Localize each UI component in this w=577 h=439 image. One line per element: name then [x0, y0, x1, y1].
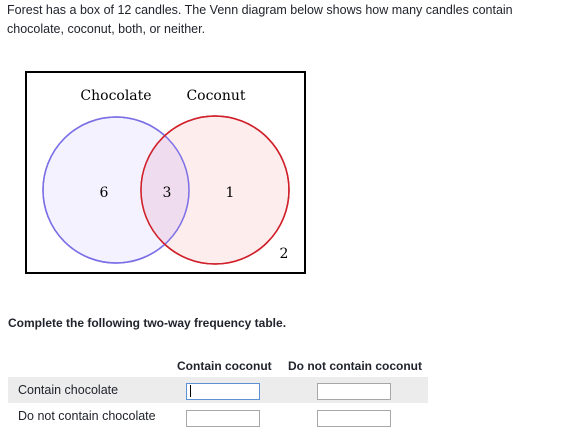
- table-row: Do not contain chocolate: [8, 403, 428, 429]
- row-label-no-chocolate: Do not contain chocolate: [18, 409, 156, 423]
- problem-statement: Forest has a box of 12 candles. The Venn…: [7, 3, 513, 36]
- coconut-label: Coconut: [186, 88, 245, 104]
- chocolate-label: Chocolate: [80, 88, 151, 104]
- chocolate-only-count: 6: [100, 185, 109, 201]
- neither-count: 2: [280, 246, 289, 262]
- both-count: 3: [163, 185, 172, 201]
- venn-diagram: Chocolate Coconut 6 3 1 2: [25, 71, 306, 274]
- column-header-contain-coconut: Contain coconut: [177, 359, 272, 373]
- column-header-no-coconut: Do not contain coconut: [288, 359, 422, 373]
- cell-no-chocolate-no-coconut-input[interactable]: [317, 410, 391, 427]
- cell-chocolate-coconut-wrapper: [186, 383, 260, 400]
- cell-chocolate-no-coconut-input[interactable]: [317, 383, 391, 400]
- text-cursor: [190, 385, 191, 397]
- coconut-circle-outline: [140, 115, 290, 265]
- table-instruction: Complete the following two-way frequency…: [8, 316, 287, 330]
- overlap-region: [141, 117, 189, 263]
- venn-diagram-svg: Chocolate Coconut 6 3 1 2: [42, 88, 290, 265]
- cell-no-chocolate-coconut-input[interactable]: [186, 410, 260, 427]
- coconut-only-count: 1: [226, 185, 235, 201]
- chocolate-circle-outline: [42, 116, 190, 264]
- row-label-contain-chocolate: Contain chocolate: [18, 383, 119, 397]
- cell-chocolate-coconut-input[interactable]: [186, 383, 260, 400]
